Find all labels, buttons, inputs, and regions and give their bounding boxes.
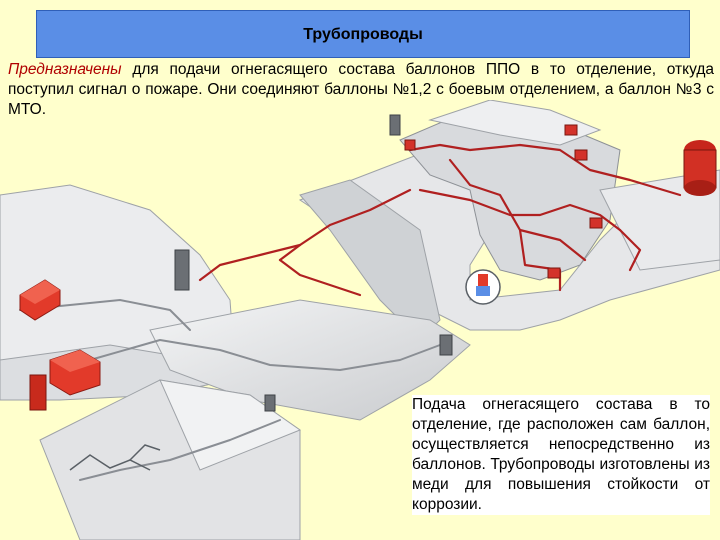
extinguishing-equipment <box>19 114 717 471</box>
engine-top <box>428 100 602 146</box>
pipeline-left-run <box>198 243 302 282</box>
floor-pipeline-front <box>89 339 441 371</box>
valve-unit <box>564 124 578 136</box>
valve-unit <box>589 217 603 229</box>
bracket <box>264 394 276 412</box>
pipeline-right-hook <box>618 228 642 272</box>
intro-paragraph: Предназначены для подачи огнегасящего со… <box>8 60 714 120</box>
pipeline-to-floor <box>278 258 362 297</box>
pipeline-diagram <box>0 100 720 540</box>
valve-unit <box>574 149 588 161</box>
page-title: Трубопроводы <box>303 26 423 43</box>
floor-pipeline-rear <box>19 299 191 331</box>
intro-lead-word: Предназначены <box>8 61 122 78</box>
cylinder-2 <box>29 349 101 411</box>
pipeline-engine-branch <box>448 158 587 262</box>
driver-pedal-assembly <box>69 444 161 471</box>
fighting-compartment-floor <box>149 299 471 421</box>
pipeline-engine-lower <box>418 188 622 232</box>
right-rear-panel <box>599 169 720 271</box>
pipeline-center-run <box>278 188 412 262</box>
title-bar: Трубопроводы <box>36 10 690 58</box>
valve-unit <box>404 139 416 151</box>
caption-text: Подача огнегасящего состава в то отделен… <box>412 395 710 515</box>
detail-callout <box>465 269 501 305</box>
pipeline-main-engine <box>408 143 682 197</box>
cylinder-1 <box>19 279 61 321</box>
floor-pipelines <box>19 299 441 481</box>
intro-text: для подачи огнегасящего состава баллонов… <box>8 61 714 118</box>
valve-units <box>404 124 603 279</box>
bracket <box>174 249 190 291</box>
bracket <box>439 334 453 356</box>
cylinder-3 <box>683 140 717 196</box>
front-wedge-top <box>159 379 302 471</box>
floor-pipeline-driver <box>79 419 281 481</box>
pipelines <box>198 143 682 297</box>
bracket <box>389 114 401 136</box>
pipeline-vertical-drop <box>518 228 562 292</box>
valve-unit <box>547 267 561 279</box>
mounting-brackets <box>174 114 453 412</box>
